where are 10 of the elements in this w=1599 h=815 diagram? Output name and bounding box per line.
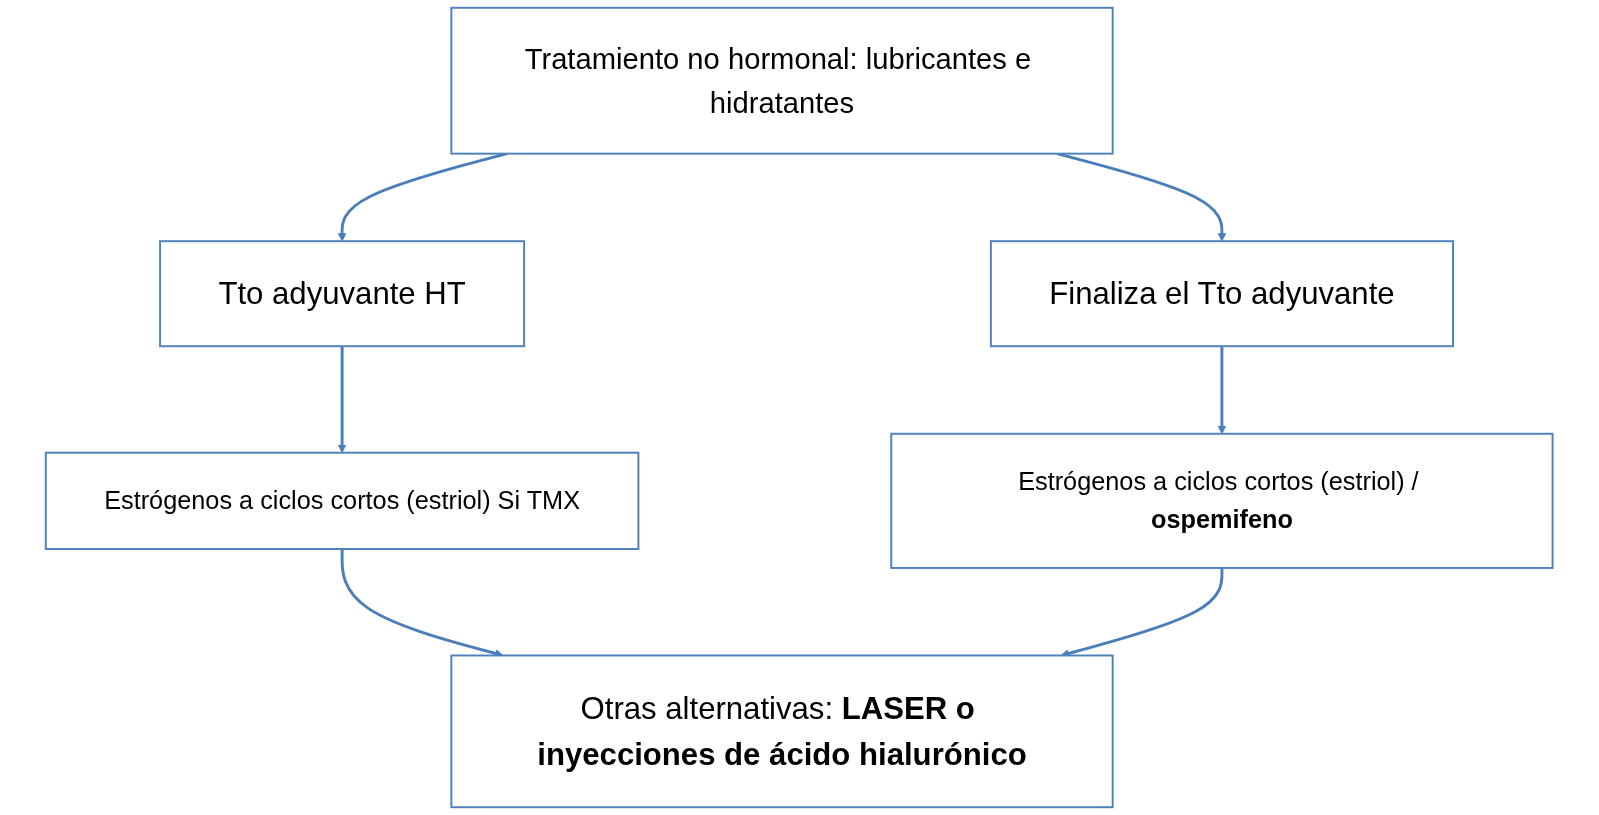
node-box: Tratamiento no hormonal: lubricantes e hidratantes [450,6,1114,155]
arrow [338,346,347,454]
arrow [1056,152,1227,242]
arrow [338,152,508,242]
node-box: Tto adyuvante HT [159,240,526,348]
node-box: Finaliza el Tto adyuvante [990,240,1455,348]
arrow [1217,346,1227,435]
node-box: Estrógenos a ciclos cortos (estriol) Si TMX [45,451,640,550]
node-box: Estrógenos a ciclos cortos (estriol) / ospemifeno [890,432,1554,569]
node-box: Otras alternativas: LASER o inyecciones de ácido hialurónico [450,654,1114,809]
